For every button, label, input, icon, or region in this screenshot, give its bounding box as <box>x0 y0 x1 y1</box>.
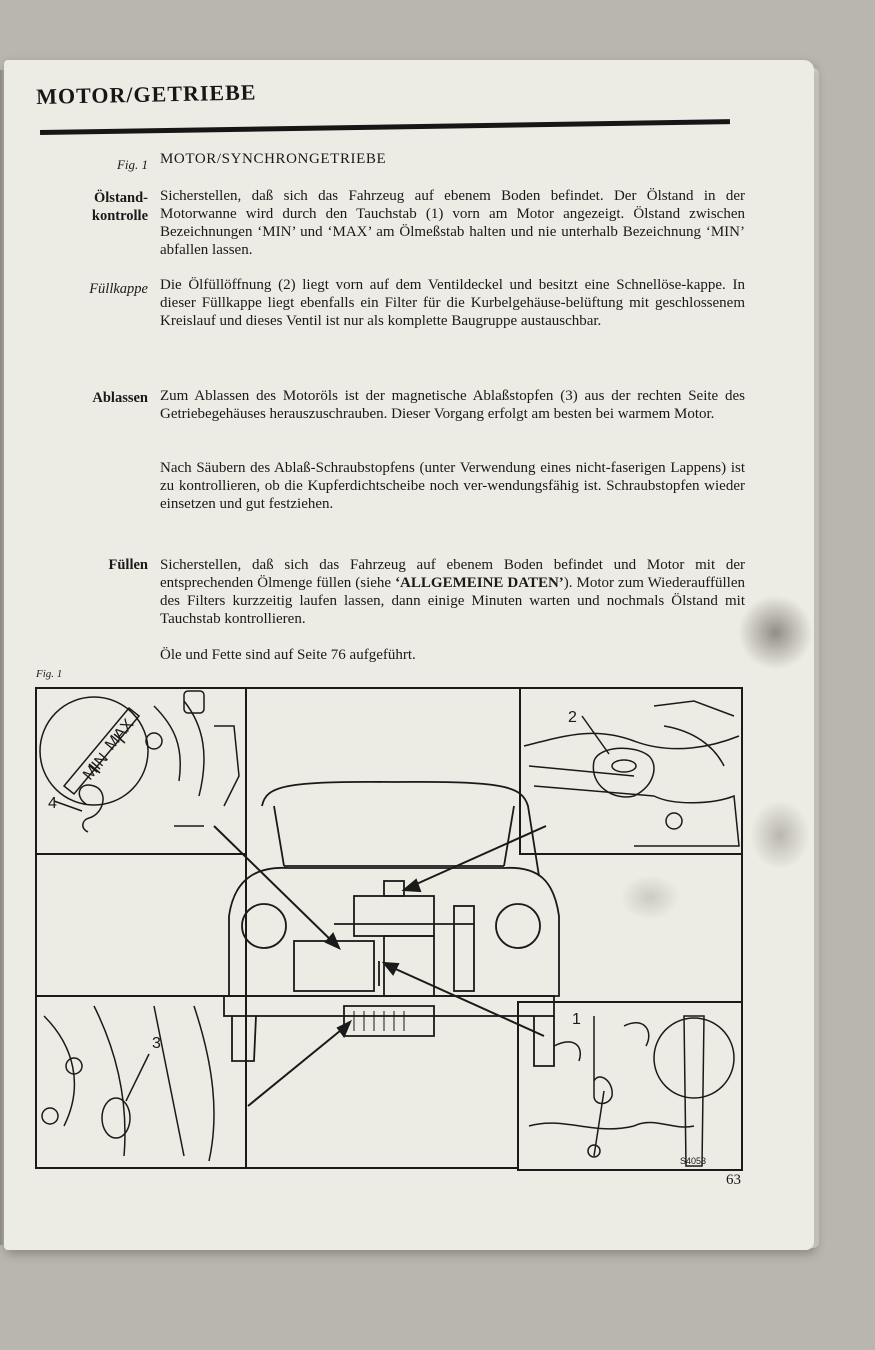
arrow-to-dipstick <box>213 825 340 949</box>
bolt <box>41 1107 59 1125</box>
paragraph-text: Sicherstellen, daß sich das Fahrzeug auf… <box>160 188 745 258</box>
headlight-left <box>241 903 287 949</box>
panel-filler-cap <box>523 700 740 847</box>
manual-page <box>4 60 814 1250</box>
hoses <box>528 1121 695 1130</box>
arrowhead <box>381 961 400 976</box>
arrow-to-filler <box>411 825 547 887</box>
nut <box>145 732 163 750</box>
dipstick-ring <box>78 784 104 833</box>
arrow-to-dipstick-2 <box>388 965 545 1037</box>
figure-ref-code: S4053 <box>680 1156 706 1166</box>
body-front <box>228 867 560 997</box>
page-number: 63 <box>726 1172 741 1188</box>
callout-4: 4 <box>48 795 57 812</box>
panel-dipstick-location <box>528 1015 735 1167</box>
panel-drain-plug <box>41 1005 215 1162</box>
valve-cover-lines <box>528 765 655 797</box>
leader-line <box>581 715 610 755</box>
dipstick-detail-circle <box>39 696 149 806</box>
paragraph-label: Füllkappe <box>89 281 148 297</box>
paragraph-text-part: ). Motor zum Wiederauffüllen des Filters… <box>160 575 745 627</box>
arrowhead <box>324 932 341 950</box>
page-header-title: MOTOR/GETRIEBE <box>36 79 257 109</box>
radiator-column <box>453 905 475 992</box>
headlight-right <box>495 903 541 949</box>
engine-sketch-lines <box>653 700 735 767</box>
dipstick-blade-2 <box>683 1015 705 1167</box>
pointer-arrows <box>213 825 547 1107</box>
bolt <box>65 1057 83 1075</box>
fitting <box>665 812 683 830</box>
filler-cap <box>592 747 655 798</box>
paper-smudge <box>738 595 813 670</box>
leader-line <box>53 800 83 812</box>
paper-smudge <box>620 875 680 920</box>
paragraph-label: Ölstand- kontrolle <box>91 190 148 224</box>
filler-neck <box>383 880 405 897</box>
section-fig-label: Fig. 1 <box>116 157 148 172</box>
car-front-view <box>223 780 560 1067</box>
paragraph-text: Sicherstellen, daß sich das Fahrzeug auf… <box>160 556 745 628</box>
paper-smudge <box>750 800 810 870</box>
callout-1: 1 <box>572 1011 581 1028</box>
sump-ribs <box>353 1011 405 1031</box>
fitting <box>587 1144 601 1158</box>
arrowhead <box>336 1019 352 1038</box>
paragraph-label: Ablassen <box>92 390 148 406</box>
min-mark <box>88 763 101 774</box>
wheels <box>231 1015 555 1067</box>
sump-panel <box>343 1005 435 1037</box>
figure-caption: Fig. 1 <box>36 668 63 680</box>
engine-sketch-lines <box>153 700 240 827</box>
leader-line <box>125 1053 150 1102</box>
pillars <box>273 805 515 867</box>
engine-sketch-lines <box>553 1022 650 1062</box>
cap-top <box>611 759 637 773</box>
engine-block <box>293 940 375 992</box>
dipstick-handle <box>593 1016 613 1105</box>
drain-plug <box>101 1097 131 1139</box>
callout-3: 3 <box>152 1035 161 1052</box>
valve-cover <box>353 895 435 937</box>
panel-dipstick-frame <box>35 687 247 855</box>
paragraph-text: Öle und Fette sind auf Seite 76 aufgefüh… <box>160 647 416 663</box>
engine-illustration: MIN MAX 4 2 <box>35 687 743 1171</box>
roof-windscreen <box>261 780 540 877</box>
dipstick-blade <box>62 706 141 796</box>
max-mark <box>113 733 126 744</box>
bolt-head <box>183 690 205 714</box>
paragraph-text: Zum Ablassen des Motoröls ist der magnet… <box>160 388 745 422</box>
arrow-to-sump <box>247 1025 347 1107</box>
hose <box>523 732 740 750</box>
data-reference: ‘ALLGEMEINE DATEN’ <box>395 575 564 591</box>
arrowhead <box>401 878 422 893</box>
paragraph-label: Füllen <box>108 557 148 573</box>
gearbox-sketch-lines <box>43 1005 215 1162</box>
section-title: MOTOR/SYNCHRONGETRIEBE <box>160 151 387 167</box>
callout-2: 2 <box>568 709 577 726</box>
paragraph-text: Die Ölfüllöffnung (2) liegt vorn auf dem… <box>160 277 745 329</box>
dipstick-detail-circle-2 <box>653 1017 735 1099</box>
paragraph-text-part: Sicherstellen, daß sich das Fahrzeug auf… <box>160 557 745 591</box>
panel-dipstick-location-frame <box>517 1001 743 1171</box>
gearbox <box>383 935 435 997</box>
paragraph-text: Nach Säubern des Ablaß-Schraubstopfens (… <box>160 460 745 512</box>
panel-dipstick <box>39 690 240 833</box>
engine-block <box>634 794 740 847</box>
frame-lines <box>35 687 743 1169</box>
